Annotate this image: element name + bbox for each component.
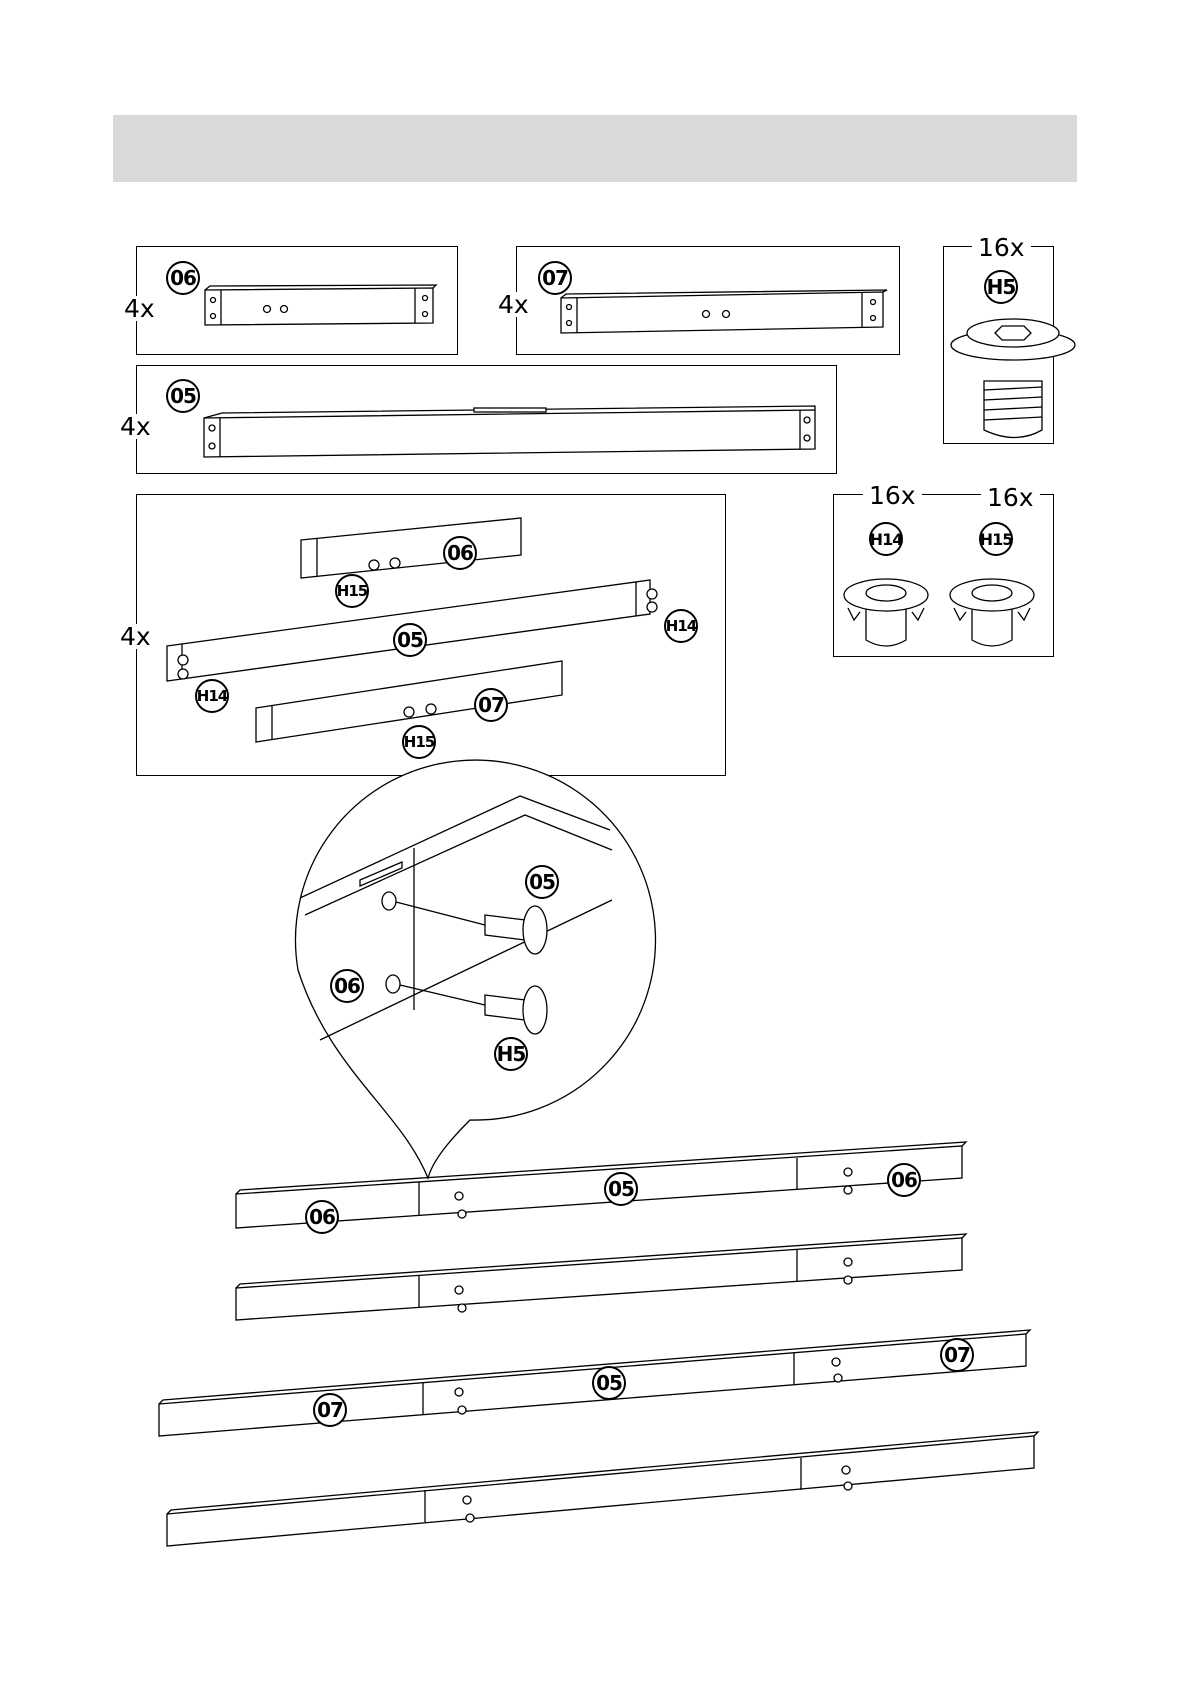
detail-label-06: 06 [330, 969, 364, 1003]
pre-assembly-board-06 [301, 518, 521, 578]
final-rail-1 [236, 1142, 966, 1228]
h5-bolt-illustration [951, 319, 1075, 438]
pre-assembly-label-h15-top: H15 [335, 574, 369, 608]
rail-3-label-left: 07 [313, 1393, 347, 1427]
rail-1-label-right: 06 [887, 1163, 921, 1197]
detail-label-05: 05 [525, 865, 559, 899]
final-rail-4 [167, 1432, 1038, 1546]
pre-assembly-label-05: 05 [393, 623, 427, 657]
pre-assembly-label-h14-right: H14 [664, 609, 698, 643]
pre-assembly-label-07: 07 [474, 688, 508, 722]
rail-3-label-middle: 05 [592, 1366, 626, 1400]
part-06-board [205, 285, 436, 325]
part-05-board [204, 406, 815, 457]
pre-assembly-label-h15-bottom: H15 [402, 725, 436, 759]
final-rail-2 [236, 1234, 966, 1320]
rail-1-label-left: 06 [305, 1200, 339, 1234]
h15-tee-nut-illustration [950, 579, 1034, 646]
h14-tee-nut-illustration [844, 579, 928, 646]
part-07-board [561, 290, 887, 333]
pre-assembly-label-h14-left: H14 [195, 679, 229, 713]
rail-3-label-right: 07 [940, 1338, 974, 1372]
detail-label-h5: H5 [494, 1037, 528, 1071]
pre-assembly-label-06: 06 [443, 536, 477, 570]
rail-1-label-middle: 05 [604, 1172, 638, 1206]
